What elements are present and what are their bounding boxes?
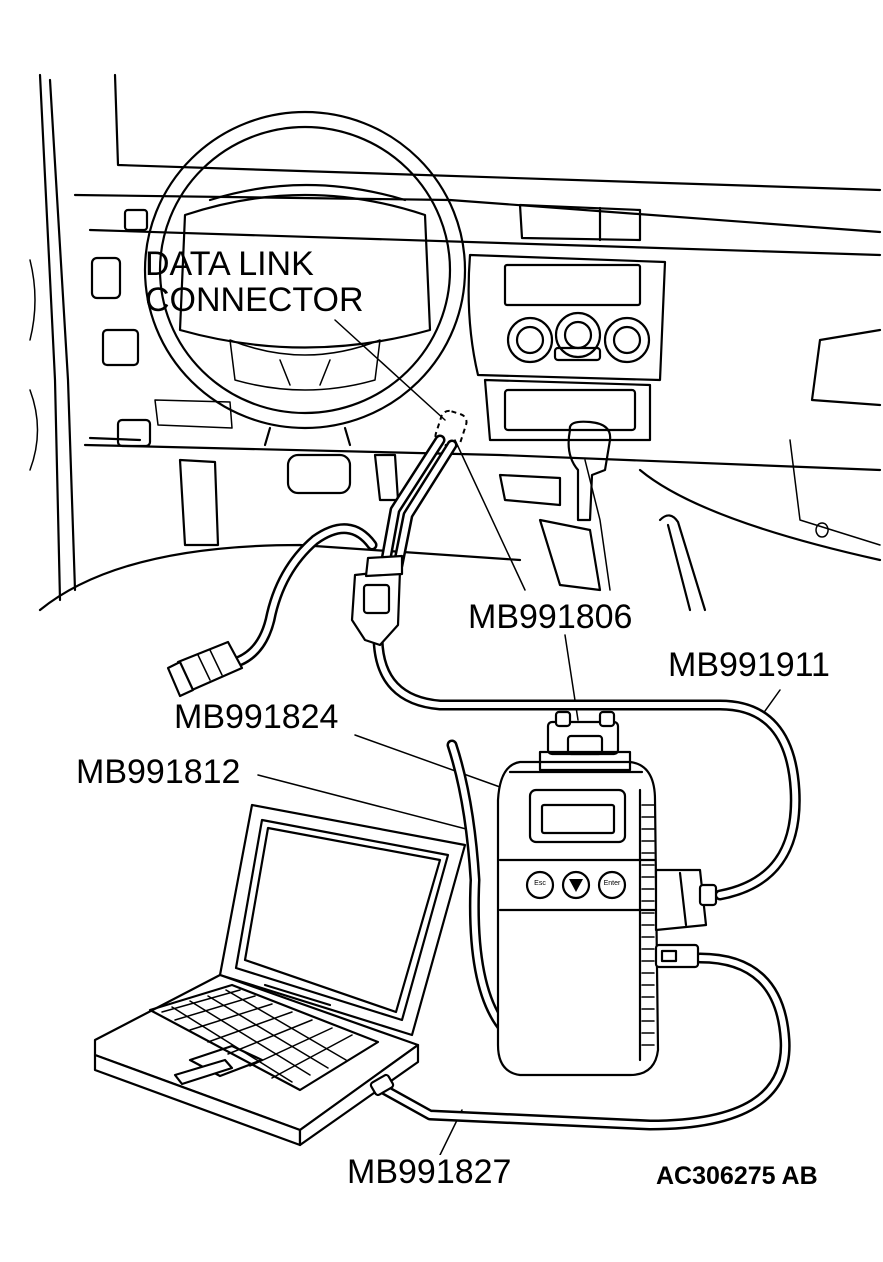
mb991812-label: MB991812: [74, 753, 243, 791]
mb991824-label: MB991824: [172, 698, 341, 736]
leader-lines: [257, 319, 781, 1156]
figure-code: AC306275 AB: [656, 1162, 818, 1190]
cables: [219, 434, 801, 1131]
diagnostic-plug: [166, 640, 244, 698]
vci-esc-button-label: Esc: [534, 880, 546, 887]
data-link-connector-label-line2: CONNECTOR: [145, 281, 364, 319]
cable-splitter: [350, 554, 404, 647]
vehicle-interior: [29, 73, 882, 612]
mb991806-label: MB991806: [466, 598, 635, 636]
data-link-connector-label: DATA LINK CONNECTOR: [143, 246, 366, 318]
data-link-connector-label-line1: DATA LINK: [145, 245, 314, 283]
mb991911-label: MB991911: [666, 646, 832, 684]
keyboard-keys: [161, 989, 353, 1083]
vci-enter-button-label: Enter: [603, 880, 621, 887]
mb991827-label: MB991827: [345, 1153, 514, 1191]
vci-unit: [496, 710, 718, 1077]
laptop: [93, 803, 467, 1147]
vci-side-ribs: [641, 804, 655, 1046]
